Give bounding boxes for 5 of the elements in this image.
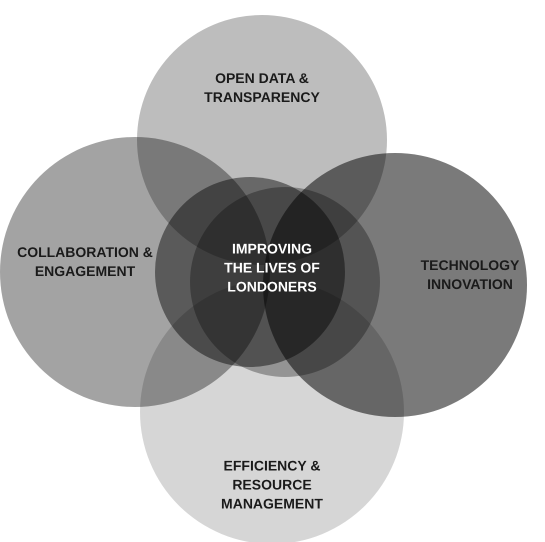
circle-label: COLLABORATION & ENGAGEMENT (16, 243, 154, 281)
circle-label: EFFICIENCY & RESOURCE MANAGEMENT (220, 456, 324, 514)
circle-label: OPEN DATA & TRANSPARENCY (203, 69, 321, 107)
circle-label: TECHNOLOGY INNOVATION (420, 256, 520, 294)
center-label: IMPROVING THE LIVES OF LONDONERS (223, 240, 321, 296)
